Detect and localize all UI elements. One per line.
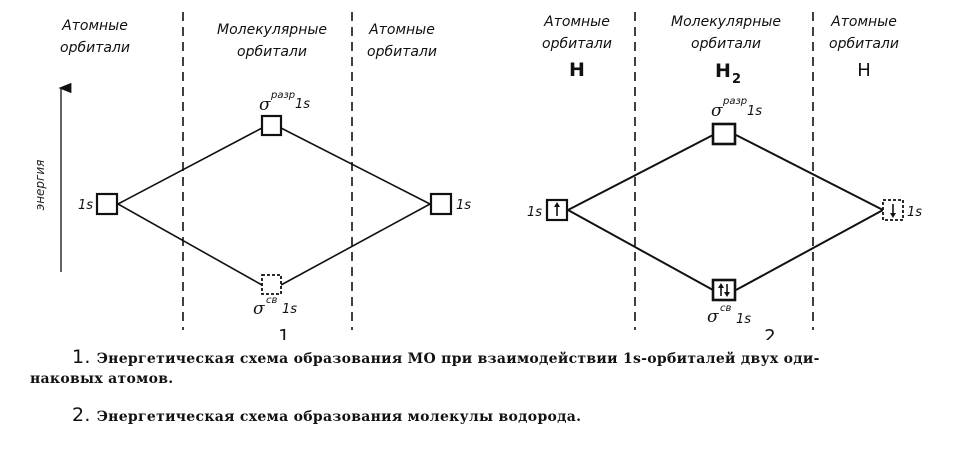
caption-1-number: 1. [72, 346, 91, 368]
d2-header-middle-line1: Молекулярные [671, 14, 781, 30]
d1-orbital-box-right [429, 192, 453, 216]
d1-header-left-line2: орбитали [60, 40, 130, 56]
d1-bonding-sigma: σ [253, 299, 265, 319]
d2-electron-pair-icon [718, 283, 730, 297]
d1-line-left-bonding [117, 203, 263, 286]
diagram-2: Атомные орбитали Молекулярные орбитали А… [527, 12, 922, 340]
d1-header-left-line1: Атомные [61, 18, 128, 34]
d2-header-left-line2: орбитали [542, 36, 612, 52]
d1-line-bonding-right [280, 203, 431, 286]
d2-bonding-sigma: σ [707, 307, 719, 327]
d2-element-left: H [569, 59, 585, 81]
d2-line-bonding-right [735, 209, 884, 291]
d1-antibonding-sub: 1s [295, 97, 310, 112]
d2-line-left-bonding [567, 209, 714, 291]
caption-1-line2: наковых атомов. [30, 371, 174, 387]
d2-header-right-line2: орбитали [829, 36, 899, 52]
d2-element-middle-sub: 2 [732, 72, 741, 87]
d1-bonding-sub: 1s [282, 302, 297, 317]
d2-orbital-box-left [545, 198, 569, 222]
d2-figure-number: 2 [764, 326, 775, 340]
d2-header-right-line1: Атомные [830, 14, 897, 30]
caption-2-number: 2. [72, 404, 91, 426]
d1-header-right-line2: орбитали [367, 44, 437, 60]
d2-line-antibonding-right [735, 134, 884, 211]
d2-orbital-box-right [882, 199, 904, 221]
d1-line-left-antibonding [117, 127, 263, 205]
mo-diagrams: Атомные орбитали Молекулярные орбитали А… [33, 12, 922, 340]
d1-orbital-box-antibonding [260, 114, 283, 137]
d2-electron-up-arrow-icon [554, 202, 560, 216]
d1-antibonding-sup: разр [270, 90, 295, 101]
d1-orbital-box-left [95, 192, 119, 216]
d2-right-orbital-label: 1s [907, 205, 922, 220]
caption-2-text: Энергетическая схема образования молекул… [96, 409, 582, 425]
d1-header-middle-line2: орбитали [237, 44, 307, 60]
d1-right-orbital-label: 1s [456, 198, 471, 213]
d2-bonding-sub: 1s [736, 312, 751, 327]
d2-element-middle: H [715, 60, 731, 82]
d1-orbital-box-bonding [261, 274, 282, 295]
d1-line-antibonding-right [280, 127, 431, 205]
caption-2: 2. Энергетическая схема образования молек… [72, 404, 581, 426]
d2-left-orbital-label: 1s [527, 205, 542, 220]
d1-header-middle-line1: Молекулярные [217, 22, 327, 38]
d2-element-right: H [857, 60, 871, 81]
d2-antibonding-sigma: σ [711, 101, 723, 121]
d1-bonding-sup: св [266, 295, 277, 306]
d2-orbital-box-bonding [711, 278, 737, 302]
d2-header-left-line1: Атомные [543, 14, 610, 30]
d1-figure-number: 1 [278, 326, 289, 340]
d1-header-right-line1: Атомные [368, 22, 435, 38]
d1-energy-axis-label: энергия [33, 160, 47, 211]
d2-antibonding-sup: разр [722, 96, 747, 107]
d2-line-left-antibonding [567, 134, 714, 211]
d2-header-middle-line2: орбитали [691, 36, 761, 52]
caption-1: 1. Энергетическая схема образования МО пр… [30, 346, 952, 389]
caption-1-line1: Энергетическая схема образования МО при … [96, 351, 820, 367]
d2-orbital-box-antibonding [711, 122, 737, 146]
d2-antibonding-sub: 1s [747, 104, 762, 119]
d1-left-orbital-label: 1s [78, 198, 93, 213]
d2-electron-down-arrow-icon [890, 204, 896, 218]
diagram-1: Атомные орбитали Молекулярные орбитали А… [33, 12, 471, 340]
d1-antibonding-sigma: σ [259, 95, 271, 115]
d2-bonding-sup: св [720, 303, 731, 314]
